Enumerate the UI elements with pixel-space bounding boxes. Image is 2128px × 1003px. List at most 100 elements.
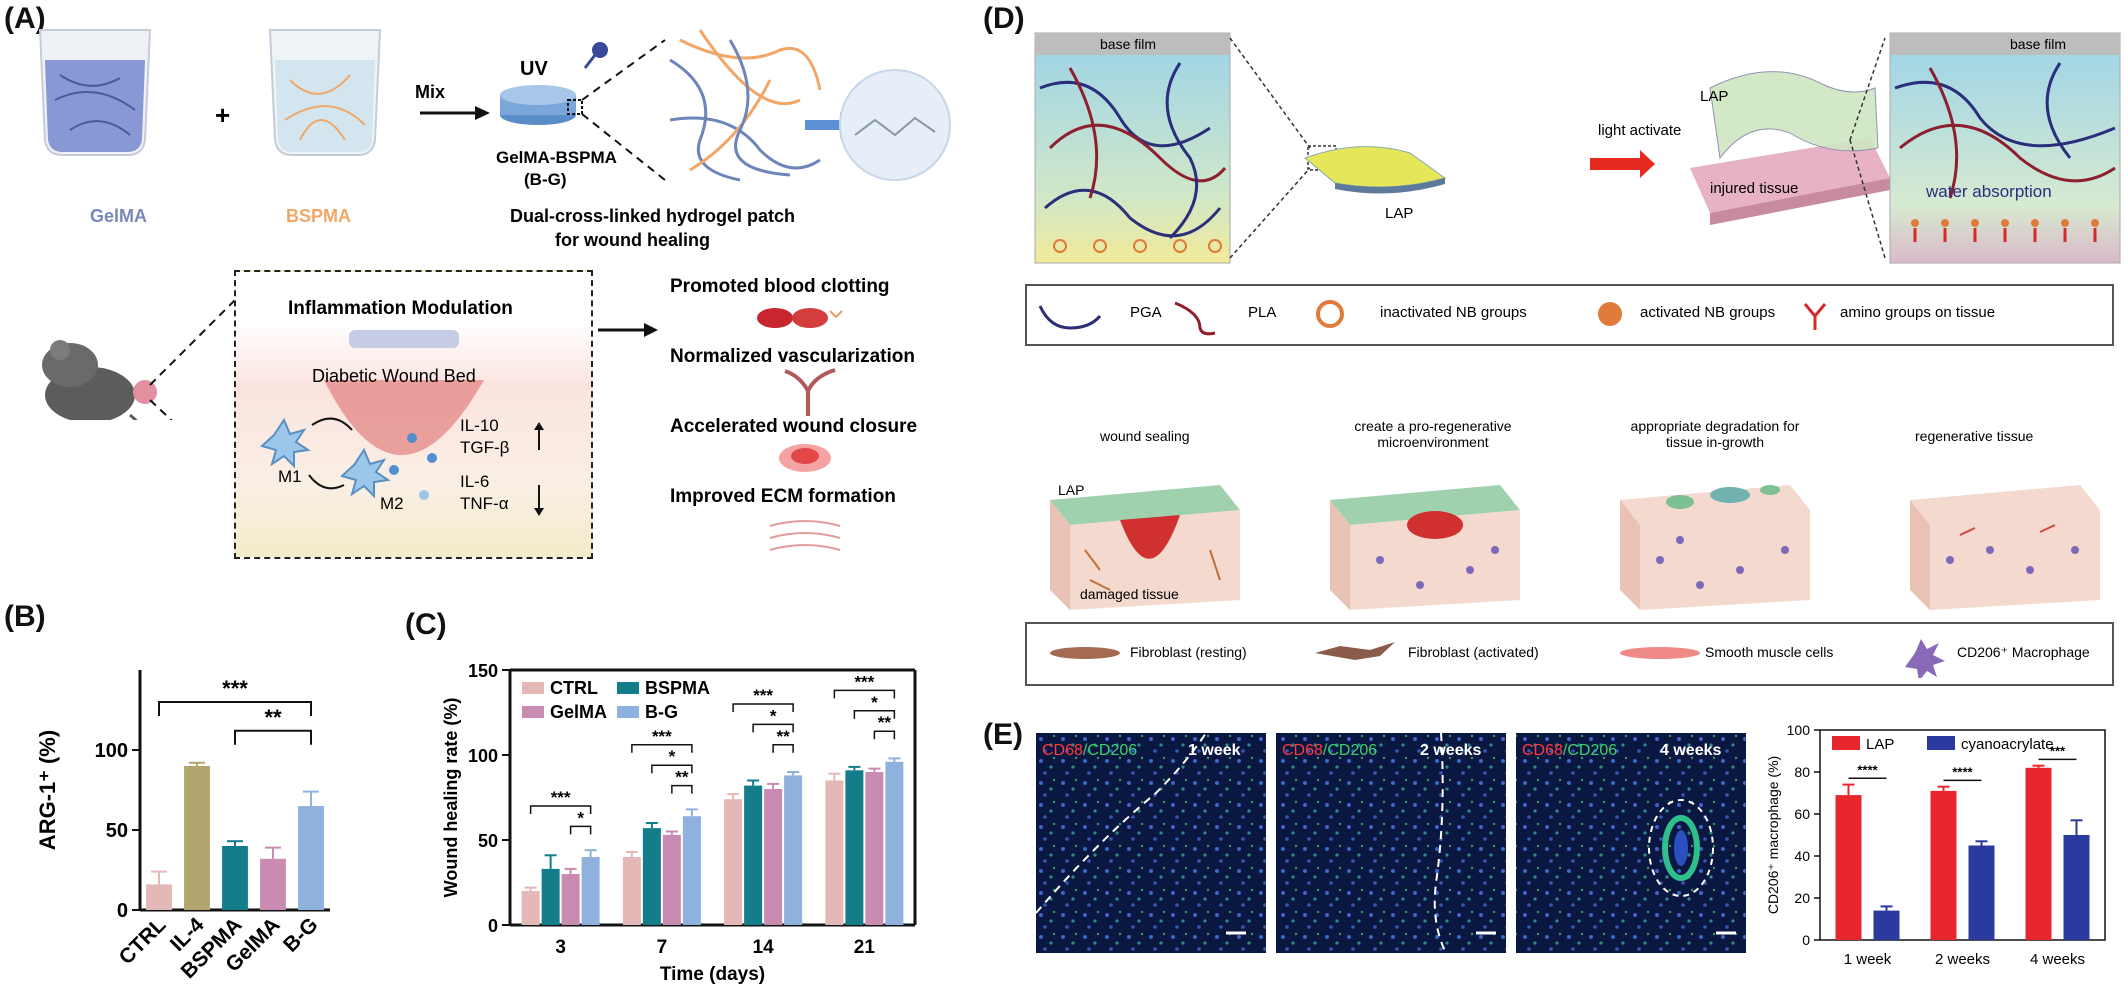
y-tick-label: 0 [488, 916, 498, 936]
significance-label: ** [777, 727, 791, 746]
bar-gelma [260, 858, 286, 910]
y-tick-label: 100 [1787, 722, 1811, 738]
wound-closure-icon [779, 444, 831, 472]
macrophage-m2-icon [340, 447, 391, 499]
mix-label: Mix [415, 82, 446, 102]
stain-red-3: CD68 [1522, 742, 1563, 759]
stain-green-1: /CD206 [1082, 742, 1138, 759]
legend-label-b-g: B-G [645, 702, 678, 722]
m2-label: M2 [380, 494, 404, 513]
significance-bracket [234, 729, 312, 745]
legend-pga: PGA [1130, 304, 1162, 321]
outcome-3: Accelerated wound closure [670, 416, 918, 437]
il10-label: IL-10 [460, 416, 499, 435]
significance-label: *** [753, 686, 773, 705]
bar-gelma-day21 [865, 772, 884, 925]
lap-film-flat-icon [1304, 146, 1447, 194]
stain-red-2: CD68 [1282, 742, 1323, 759]
bar-gelma-day7 [662, 834, 681, 925]
y-tick-label: 80 [1794, 764, 1810, 780]
y-tick-label: 40 [1794, 848, 1810, 864]
bar-bspma-day14 [744, 785, 763, 925]
bspma-beaker-icon [268, 29, 382, 156]
gelma-beaker-icon [38, 29, 152, 156]
base-film-right [1889, 32, 2121, 264]
time-label-2: 2 weeks [1420, 742, 1482, 759]
bar-cyanoacrylate-1 [1968, 845, 1995, 940]
significance-bracket [529, 805, 592, 814]
tissue-block-3 [1620, 485, 1810, 610]
significance-label: * [577, 808, 584, 827]
bar-gelma-day14 [764, 789, 783, 925]
significance-label: *** [2050, 743, 2066, 758]
bar-bspma-day7 [642, 828, 661, 925]
significance-bracket [158, 701, 312, 716]
legend-label-gelma: GelMA [550, 702, 607, 722]
bar-ctrl-day3 [521, 891, 540, 925]
bar-b-g-day14 [784, 775, 803, 925]
bg-label-1: GelMA-BSPMA [496, 148, 617, 167]
macrophage-icon [1905, 639, 1945, 678]
base-film-label-right: base film [2010, 36, 2067, 52]
ecm-icon [769, 520, 841, 551]
outcome-4: Improved ECM formation [670, 486, 896, 507]
patch-title-1: Dual-cross-linked hydrogel patch [510, 206, 796, 226]
tgfb-label: TGF-β [460, 438, 510, 457]
y-axis-label: CD206⁺ macrophage (%) [1765, 756, 1781, 914]
histology-4weeks [1516, 733, 1746, 953]
cell-legend [1025, 622, 2114, 686]
bar-ctrl-day21 [825, 780, 844, 925]
uv-lamp-icon [583, 42, 608, 69]
y-tick-label: 50 [106, 820, 128, 842]
histology-images [1036, 733, 1746, 953]
significance-bracket [732, 703, 794, 712]
lap-label-2: LAP [1700, 88, 1729, 105]
x-tick-label: 7 [657, 937, 668, 958]
significance-bracket [631, 744, 693, 753]
significance-label: * [770, 706, 777, 725]
bar-il-4 [184, 766, 210, 910]
significance-label: *** [222, 676, 248, 701]
time-label-1: 1 week [1188, 742, 1241, 759]
legend-pla: PLA [1248, 304, 1277, 321]
molecule-legend [1025, 284, 2114, 346]
legend-swatch-bspma [617, 682, 639, 694]
panel-a-label: (A) [4, 2, 46, 35]
wound-bed-illustration [260, 330, 544, 516]
bar-ctrl-day7 [622, 857, 641, 925]
mouse-icon [42, 340, 157, 420]
legend-swatch-ctrl [522, 682, 544, 694]
lap-on-tissue-label: LAP [1058, 482, 1085, 498]
cell-legend-icons [1050, 639, 1945, 678]
significance-bracket [569, 825, 592, 835]
blood-clot-icon [757, 308, 843, 328]
activated-nb-icon [1598, 302, 1622, 326]
stage-1-label: wound sealing [1100, 428, 1190, 444]
damaged-tissue-label: damaged tissue [1080, 586, 1179, 602]
y-tick-label: 0 [1802, 932, 1810, 948]
light-activate-label: light activate [1598, 122, 1682, 139]
hydrogel-network-icon [669, 29, 822, 182]
uv-label: UV [520, 58, 548, 80]
legend-label-lap: LAP [1866, 736, 1894, 753]
plot-frame [1819, 729, 2106, 941]
legend-macrophage: CD206⁺ Macrophage [1957, 644, 2090, 660]
stage-4-label: regenerative tissue [1915, 428, 2034, 444]
stain-red-1: CD68 [1042, 742, 1083, 759]
x-axis-label: Time (days) [660, 964, 765, 985]
histology-2weeks [1276, 733, 1506, 953]
bar-cyanoacrylate-2 [2063, 835, 2090, 940]
y-tick-label: 60 [1794, 806, 1810, 822]
significance-label: **** [1952, 764, 1973, 779]
legend-label-cyanoacrylate: cyanoacrylate [1961, 736, 2054, 753]
tissue-block-2 [1330, 485, 1520, 610]
outcome-icons [757, 308, 843, 551]
significance-bracket [651, 764, 693, 774]
pga-icon [1038, 305, 1102, 330]
bar-bspma-day3 [541, 868, 560, 925]
bar-bspma [222, 846, 248, 910]
bar-b-g [298, 806, 324, 910]
lap-label-1: LAP [1385, 205, 1414, 222]
